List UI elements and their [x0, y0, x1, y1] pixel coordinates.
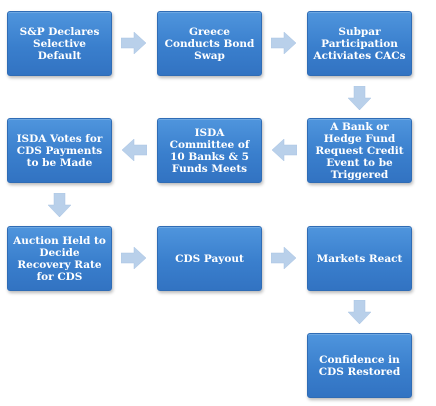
arrow-right-icon: [121, 32, 146, 54]
arrow-left-icon: [272, 139, 297, 161]
node-label: Subpar Participation Activiates CACs: [313, 25, 406, 62]
node-label: CDS Payout: [175, 252, 244, 265]
node-label: S&P Declares Selective Default: [19, 25, 100, 62]
node-label: ISDA Committee of 10 Banks & 5 Funds Mee…: [169, 126, 250, 175]
node-bank-request: A Bank or Hedge Fund Request Credit Even…: [307, 118, 412, 183]
arrow-left-icon: [122, 139, 147, 161]
node-subpar-cacs: Subpar Participation Activiates CACs: [307, 11, 412, 76]
node-isda-votes: ISDA Votes for CDS Payments to be Made: [7, 118, 112, 183]
node-label: Greece Conducts Bond Swap: [164, 25, 255, 62]
arrow-down-icon: [48, 193, 71, 217]
node-label: Auction Held to Decide Recovery Rate for…: [13, 234, 106, 283]
node-label: Confidence in CDS Restored: [318, 353, 401, 378]
node-markets-react: Markets React: [307, 226, 412, 291]
node-sp-declares: S&P Declares Selective Default: [7, 11, 112, 76]
node-isda-committee: ISDA Committee of 10 Banks & 5 Funds Mee…: [157, 118, 262, 183]
node-confidence: Confidence in CDS Restored: [307, 333, 412, 398]
node-label: Markets React: [316, 252, 403, 265]
arrow-down-icon: [348, 300, 371, 324]
node-auction: Auction Held to Decide Recovery Rate for…: [7, 226, 112, 291]
arrow-right-icon: [121, 247, 146, 269]
arrow-down-icon: [348, 86, 371, 110]
arrow-right-icon: [271, 32, 296, 54]
node-label: ISDA Votes for CDS Payments to be Made: [16, 132, 103, 169]
node-greece-swap: Greece Conducts Bond Swap: [157, 11, 262, 76]
node-label: A Bank or Hedge Fund Request Credit Even…: [315, 120, 404, 181]
node-cds-payout: CDS Payout: [157, 226, 262, 291]
arrow-right-icon: [271, 247, 296, 269]
